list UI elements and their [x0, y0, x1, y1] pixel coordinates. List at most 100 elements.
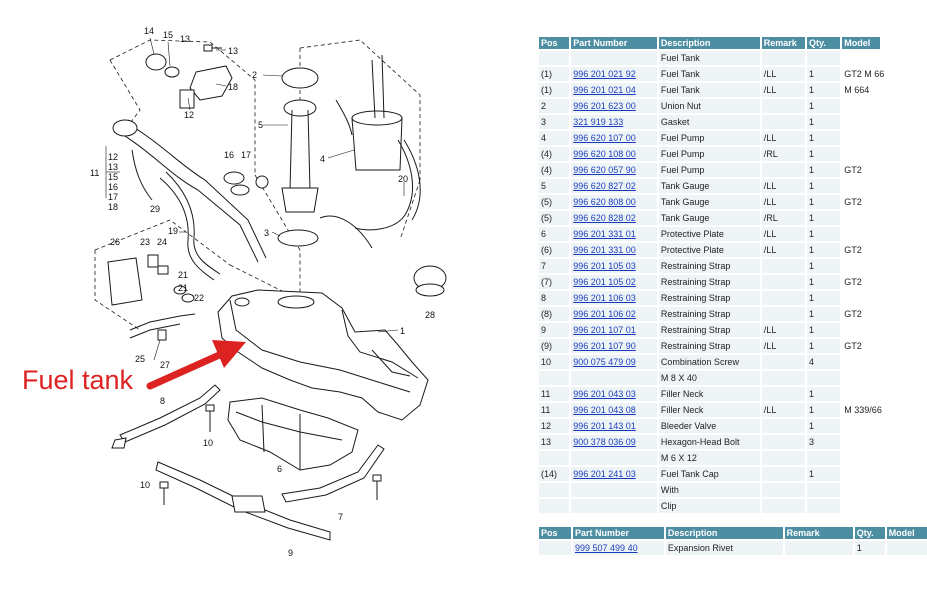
callout-12: 12: [184, 110, 194, 120]
callout-24: 24: [157, 237, 167, 247]
filler-neck: [112, 119, 267, 281]
part-number-link[interactable]: 996 620 057 90: [573, 165, 636, 175]
part-number-link[interactable]: 996 620 108 00: [573, 149, 636, 159]
part-number-link[interactable]: 996 620 808 00: [573, 197, 636, 207]
cell-desc: Fuel Pump: [658, 131, 760, 145]
restraining-straps: [111, 384, 385, 541]
cell-qty: 3: [807, 435, 841, 449]
cell-desc: Restraining Strap: [658, 259, 760, 273]
row-spacer: [881, 115, 927, 129]
part-number-link[interactable]: 900 378 036 09: [573, 437, 636, 447]
cell-qty: 1: [807, 387, 841, 401]
part-number-link[interactable]: 996 201 021 92: [573, 69, 636, 79]
cell-part: 996 201 106 03: [571, 291, 657, 305]
cell-part: 996 201 331 01: [571, 227, 657, 241]
cell-model: M 664: [842, 83, 880, 97]
part-number-link[interactable]: 996 201 331 00: [573, 245, 636, 255]
header-spacer: [881, 37, 927, 49]
cell-part: 900 075 479 09: [571, 355, 657, 369]
header-remark: Remark: [761, 37, 806, 49]
part-number-link[interactable]: 996 620 827 02: [573, 181, 636, 191]
cell-pos: 4: [539, 131, 570, 145]
cell-remark: [761, 307, 806, 321]
leader-lines: [105, 37, 405, 361]
callout-13: 13: [180, 34, 190, 44]
cell-qty: 1: [807, 163, 841, 177]
part-number-link[interactable]: 996 201 107 90: [573, 341, 636, 351]
part-number-link[interactable]: 996 201 107 01: [573, 325, 636, 335]
header-qty: Qty.: [807, 37, 841, 49]
part-number-link[interactable]: 996 201 106 02: [573, 309, 636, 319]
part-number-link[interactable]: 996 201 043 03: [573, 389, 636, 399]
table-header-row: Pos Part Number Description Remark Qty. …: [539, 37, 927, 49]
cell-remark: /LL: [761, 67, 806, 81]
parts-table: Pos Part Number Description Remark Qty. …: [537, 35, 927, 515]
cell-model: [842, 499, 880, 513]
cell-part: 996 620 827 02: [571, 179, 657, 193]
part-number-link[interactable]: 996 620 107 00: [573, 133, 636, 143]
cell-pos: 6: [539, 227, 570, 241]
part-number-link[interactable]: 999 507 499 40: [575, 543, 638, 553]
cell-pos: 9: [539, 323, 570, 337]
part-number-link[interactable]: 996 201 331 01: [573, 229, 636, 239]
header-part-number: Part Number: [571, 37, 657, 49]
part-number-link[interactable]: 996 201 043 08: [573, 405, 636, 415]
fuel-pump-assembly: [223, 67, 319, 247]
row-spacer: [881, 435, 927, 449]
part-number-link[interactable]: 996 201 623 00: [573, 101, 636, 111]
part-number-link[interactable]: 996 201 143 01: [573, 421, 636, 431]
part-number-link[interactable]: 996 620 828 02: [573, 213, 636, 223]
cell-qty: 1: [807, 323, 841, 337]
cell-pos: [539, 483, 570, 497]
part-number-link[interactable]: 996 201 105 03: [573, 261, 636, 271]
cell-desc: Filler Neck: [658, 387, 760, 401]
cell-model: [842, 419, 880, 433]
cell-desc: Tank Gauge: [658, 179, 760, 193]
cell-remark: [761, 387, 806, 401]
cell-qty: 1: [807, 227, 841, 241]
callout-27: 27: [160, 360, 170, 370]
cell-pos: (5): [539, 211, 570, 225]
cell-remark: [761, 291, 806, 305]
part-number-link[interactable]: 321 919 133: [573, 117, 624, 127]
header-pos: Pos: [539, 527, 572, 539]
cell-desc: With: [658, 483, 760, 497]
part-number-link[interactable]: 996 201 105 02: [573, 277, 636, 287]
cell-pos: 12: [539, 419, 570, 433]
table-row: Clip: [539, 499, 927, 513]
header-description: Description: [665, 527, 783, 539]
callout-16: 16: [108, 182, 118, 192]
annotation-arrow: [146, 340, 246, 390]
row-spacer: [881, 419, 927, 433]
cell-part: 996 201 241 03: [571, 467, 657, 481]
cell-part: [571, 483, 657, 497]
cell-pos: [539, 371, 570, 385]
part-number-link[interactable]: 996 201 021 04: [573, 85, 636, 95]
callout-7: 7: [338, 512, 343, 522]
part-number-link[interactable]: 996 201 241 03: [573, 469, 636, 479]
cell-model: [842, 323, 880, 337]
header-pos: Pos: [539, 37, 570, 49]
cell-part: 996 201 107 01: [571, 323, 657, 337]
row-spacer: [881, 291, 927, 305]
cell-pos: 3: [539, 115, 570, 129]
cell-remark: [761, 259, 806, 273]
cell-model: GT2: [842, 243, 880, 257]
part-number-link[interactable]: 900 075 479 09: [573, 357, 636, 367]
cell-model: [842, 227, 880, 241]
row-spacer: [881, 243, 927, 257]
cell-remark: /LL: [761, 83, 806, 97]
part-number-link[interactable]: 996 201 106 03: [573, 293, 636, 303]
row-spacer: [881, 483, 927, 497]
cell-pos: (7): [539, 275, 570, 289]
cell-pos: [539, 451, 570, 465]
callout-8: 8: [160, 396, 165, 406]
small-fittings: [107, 254, 196, 341]
callout-1: 1: [400, 326, 405, 336]
cell-qty: 1: [807, 83, 841, 97]
